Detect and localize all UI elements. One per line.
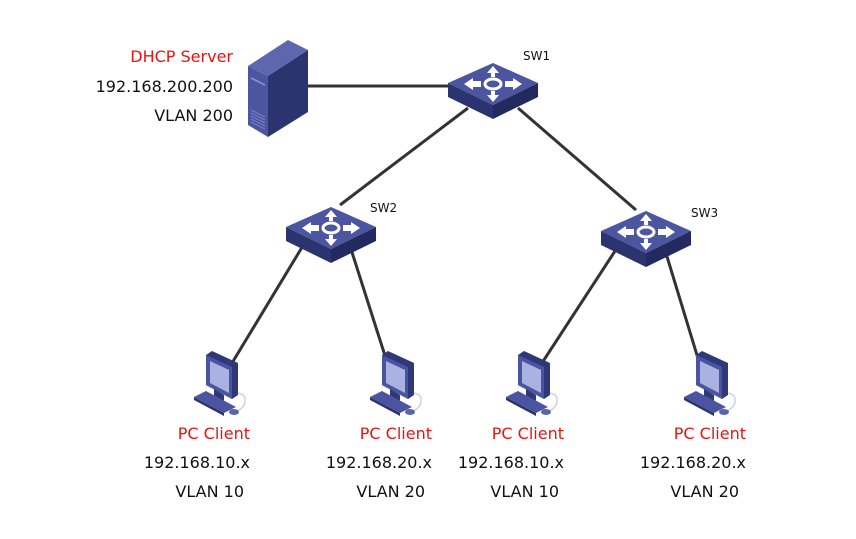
client-2-vlan-label: VLAN 20	[356, 482, 425, 501]
client-2-ip-label: 192.168.20.x	[325, 453, 432, 472]
client-1-ip-label: 192.168.10.x	[143, 453, 250, 472]
link-sw3-pc4	[663, 249, 702, 366]
client-3-ip-label: 192.168.10.x	[457, 453, 564, 472]
link-sw1-sw3	[517, 106, 637, 212]
server-vlan-label: VLAN 200	[154, 106, 233, 125]
link-sw1-sw2	[339, 106, 469, 207]
client-4-role-label: PC Client	[673, 424, 746, 443]
sw3-label: SW3	[691, 206, 719, 220]
sw2-label: SW2	[370, 201, 398, 215]
pc-client-2-icon[interactable]	[369, 350, 422, 417]
client-4-ip-label: 192.168.20.x	[639, 453, 746, 472]
switch-sw1-icon[interactable]	[446, 61, 540, 121]
pc-client-4-icon[interactable]	[683, 350, 736, 417]
link-sw3-pc3	[538, 247, 619, 367]
link-sw2-pc2	[348, 245, 389, 363]
link-sw2-pc1	[227, 243, 306, 369]
sw1-label: SW1	[523, 49, 551, 63]
links	[227, 84, 702, 369]
pc-client-1-icon[interactable]	[193, 350, 246, 417]
client-3-vlan-label: VLAN 10	[490, 482, 559, 501]
server-ip-label: 192.168.200.200	[95, 77, 233, 96]
client-4-vlan-label: VLAN 20	[670, 482, 739, 501]
switch-sw2-icon[interactable]	[284, 205, 378, 265]
client-3-role-label: PC Client	[491, 424, 564, 443]
client-1-role-label: PC Client	[177, 424, 250, 443]
client-1-vlan-label: VLAN 10	[175, 482, 244, 501]
pc-client-3-icon[interactable]	[505, 350, 558, 417]
switch-sw3-icon[interactable]	[599, 209, 693, 269]
client-2-role-label: PC Client	[359, 424, 432, 443]
server-tower-icon[interactable]	[248, 40, 308, 137]
server-role-label: DHCP Server	[130, 47, 233, 66]
